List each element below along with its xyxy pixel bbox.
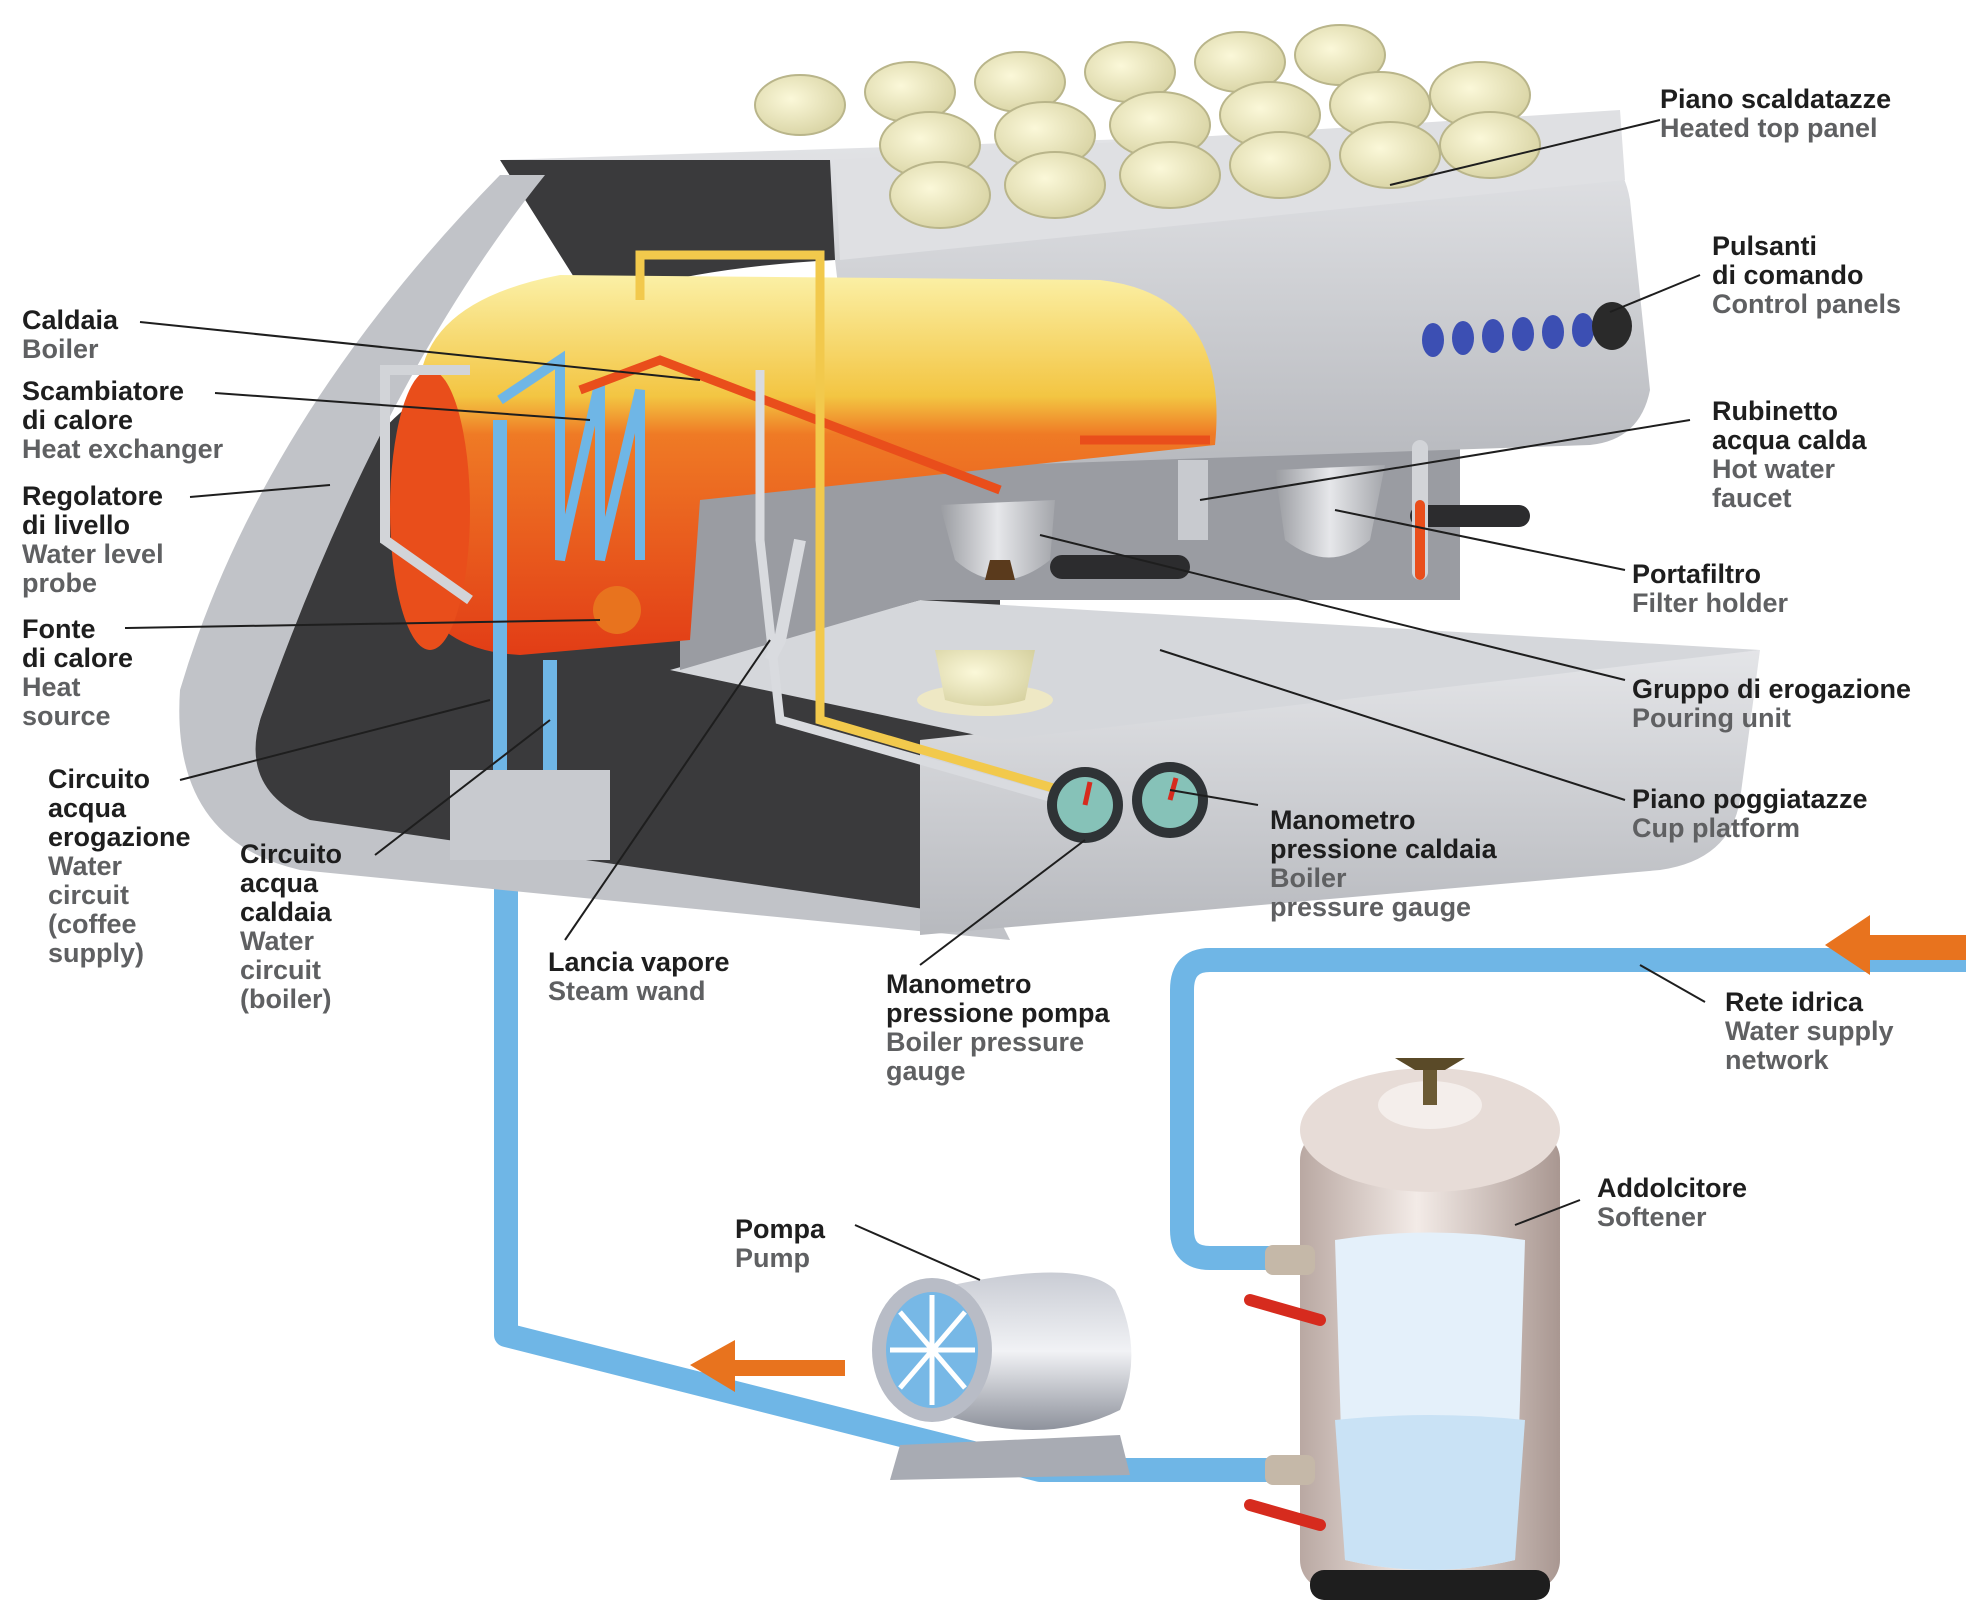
distribution-block <box>450 770 610 860</box>
pipe-pump-line <box>494 860 1270 1482</box>
label-pump-pressure-gauge: Manometro pressione pompa Boiler pressur… <box>886 969 1110 1086</box>
control-knob <box>1592 302 1632 350</box>
label-boiler: Caldaia Boiler <box>22 305 119 364</box>
coffee-cup <box>935 650 1035 706</box>
control-buttons <box>1422 313 1594 357</box>
label-water-circuit-boiler: Circuito acqua caldaia Water circuit (bo… <box>240 839 343 1014</box>
hot-pipe-group <box>578 355 1002 495</box>
softener-tank <box>1244 1058 1560 1600</box>
label-water-supply-network: Rete idrica Water supply network <box>1725 987 1894 1075</box>
arrow-pump <box>690 1340 845 1392</box>
label-pump: Pompa Pump <box>735 1214 826 1273</box>
label-filter-holder: Portafiltro Filter holder <box>1632 559 1789 618</box>
softener-valves <box>1244 1245 1326 1531</box>
label-softener: Addolcitore Softener <box>1597 1173 1748 1232</box>
label-cup-platform: Piano poggiatazze Cup platform <box>1632 784 1868 843</box>
steam-pipe <box>635 250 1062 795</box>
label-pouring-unit: Gruppo di erogazione Pouring unit <box>1632 674 1912 733</box>
group-head <box>940 500 1055 580</box>
label-heat-source: Fonte di calore Heat source <box>22 614 134 731</box>
cups-on-top <box>754 24 1541 229</box>
level-probe-tube <box>380 365 473 605</box>
leader-lines <box>124 119 1706 1281</box>
softener-cap-icon <box>1395 1058 1465 1070</box>
boiler-end <box>390 370 470 650</box>
filter-holder-handle <box>1050 555 1190 579</box>
steam-wand <box>764 538 806 663</box>
water-pipes <box>494 860 1966 1482</box>
label-steam-wand: Lancia vapore Steam wand <box>548 947 730 1006</box>
label-water-circuit-coffee: Circuito acqua erogazione Water circuit … <box>48 764 191 968</box>
pipe-supply-line <box>1170 948 1966 1270</box>
label-heat-exchanger: Scambiatore di calore Heat exchanger <box>22 376 224 464</box>
arrow-supply <box>1825 915 1966 975</box>
label-hot-water-faucet: Rubinetto acqua calda Hot water faucet <box>1712 396 1867 513</box>
label-boiler-pressure-gauge: Manometro pressione caldaia Boiler press… <box>1270 805 1497 922</box>
label-water-level-probe: Regolatore di livello Water level probe <box>22 481 164 598</box>
filter-holder <box>1275 465 1385 558</box>
heat-source-burner <box>593 586 641 634</box>
label-heated-top-panel: Piano scaldatazze Heated top panel <box>1660 84 1892 143</box>
pump-motor <box>872 1272 1132 1480</box>
pressure-gauges <box>1047 762 1208 843</box>
label-control-panels: Pulsanti di comando Control panels <box>1712 231 1902 319</box>
